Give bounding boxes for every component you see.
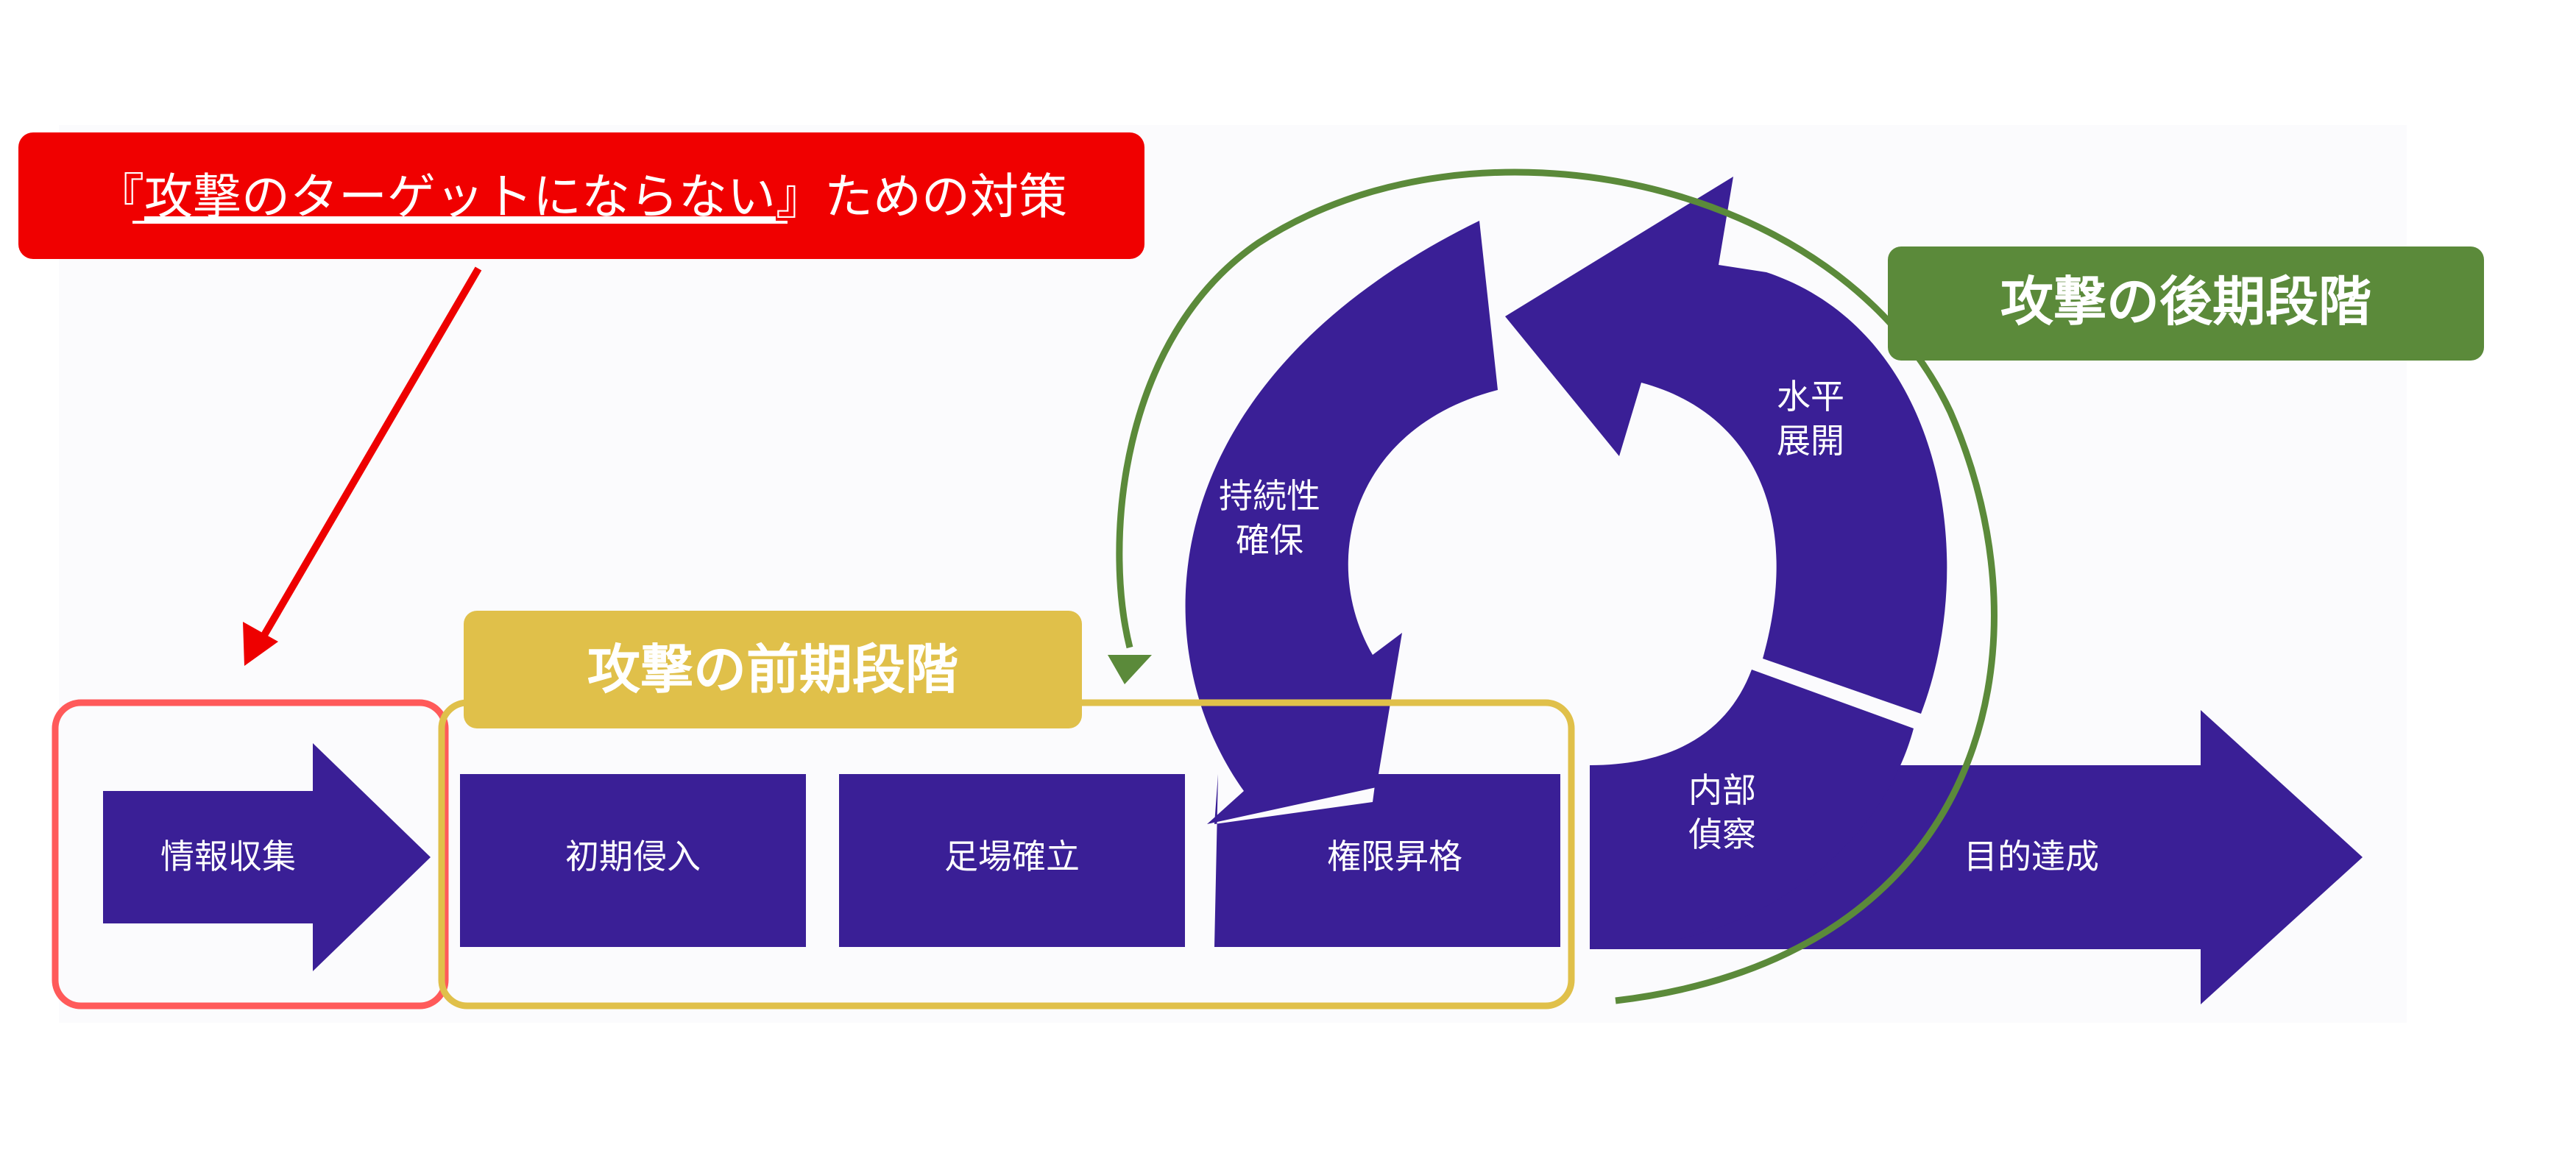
step-lateral-label-2: 展開 — [1777, 421, 1844, 461]
step-initial-access-label: 初期侵入 — [565, 837, 701, 876]
green-arrowhead-icon — [1108, 655, 1152, 684]
early-phase-label: 攻撃の前期段階 — [464, 611, 1082, 728]
step-foothold-label: 足場確立 — [944, 837, 1080, 876]
step-persistence-label-1: 持続性 — [1219, 476, 1320, 516]
step-internal-label-1: 内部 — [1688, 770, 1756, 810]
callout-underlined-text: 攻撃のターゲットにならない — [144, 168, 776, 225]
red-arrowhead-icon — [243, 622, 278, 666]
step-initial-access: 初期侵入 — [460, 774, 806, 947]
callout-text: 『攻撃のターゲットにならない』ための対策 — [96, 168, 1067, 225]
step-objective-label: 目的達成 — [1964, 837, 2099, 876]
step-foothold: 足場確立 — [839, 774, 1185, 947]
step-lateral-label-1: 水平 — [1777, 377, 1844, 416]
step-recon: 情報収集 — [103, 743, 431, 971]
cycle-segment-persistence: 持続性 確保 — [1185, 221, 1498, 824]
early-phase-label-text: 攻撃の前期段階 — [587, 639, 958, 700]
step-persistence-label-2: 確保 — [1236, 520, 1303, 560]
step-internal-label-2: 偵察 — [1688, 815, 1756, 854]
step-privilege-label: 権限昇格 — [1327, 837, 1462, 876]
recon-highlight-box — [52, 699, 449, 1010]
callout-pointer-arrow — [243, 266, 482, 666]
step-recon-label: 情報収集 — [160, 837, 296, 876]
late-phase-label: 攻撃の後期段階 — [1888, 246, 2484, 361]
late-phase-cycle-arrow — [1108, 168, 1998, 1004]
cycle-segment-lateral: 水平 展開 — [1505, 177, 1947, 714]
target-avoidance-callout: 『攻撃のターゲットにならない』ための対策 — [18, 132, 1144, 259]
late-phase-label-text: 攻撃の後期段階 — [2000, 271, 2371, 333]
cycle-segment-internal-recon: 内部 偵察 — [1590, 670, 1914, 949]
step-privilege-escalation: 権限昇格 — [1214, 774, 1560, 947]
